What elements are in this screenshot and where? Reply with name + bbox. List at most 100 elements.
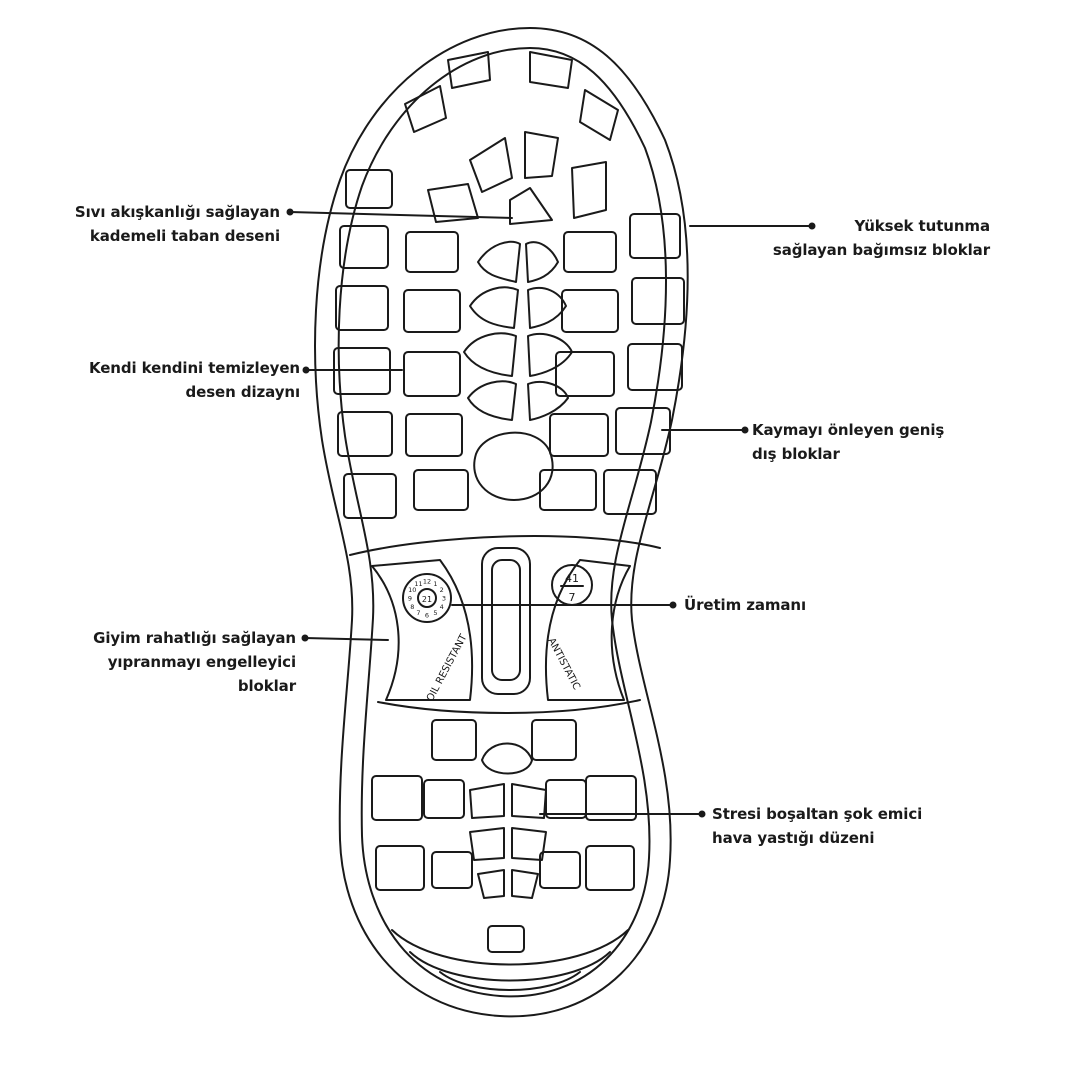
date-clock-number: 2 [440,586,444,594]
callout-line: Üretim zamanı [684,596,807,614]
leader-lines [286,208,816,818]
outer-lug [335,285,389,331]
heel-cushion-cell [477,869,505,899]
heel-lug [375,845,425,891]
outer-lug [339,225,389,269]
heel-cushion-cell [469,827,505,861]
date-clock-number: 8 [410,603,414,611]
callout-giyim-rahatligi: Giyim rahatlığı sağlayan yıpranmayı enge… [93,626,296,698]
callout-line: Yüksek tutunma [854,217,991,235]
heel-arc [391,929,629,966]
toe-block [447,51,491,89]
outer-lug [629,213,681,259]
inner-lug [561,289,619,333]
heel-cushion-cell [511,869,539,899]
inner-lug [539,469,597,511]
date-clock-number: 9 [408,595,412,603]
date-clock-number: 7 [416,609,420,617]
date-clock-center: 21 [422,595,432,604]
toe-block [579,89,619,141]
shank-rib-outer [481,547,531,695]
date-clock-number: 5 [433,609,437,617]
toe-block [469,137,513,193]
toe-block [509,187,553,225]
callout-yuksek-tutunma: Yüksek tutunma sağlayan bağımsız bloklar [742,214,990,262]
outer-lug [343,473,397,519]
center-chevron [527,333,573,377]
callout-line: bloklar [237,677,296,695]
callout-line: dış bloklar [752,445,840,463]
date-clock-number: 3 [442,595,446,603]
outer-lug [603,469,657,515]
heel-lug [431,719,477,761]
center-chevron [525,241,559,283]
shank-rib-inner [491,559,521,681]
date-clock-inner [417,588,437,608]
heel-cushion-cell [511,827,547,861]
size-number-bottom: 7 [569,591,576,604]
inner-lug [549,413,609,457]
heel-cushion-top [481,742,533,775]
heel-lug [531,719,577,761]
inner-lug [405,413,463,457]
inner-lug [555,351,615,397]
heel-lug [423,779,465,819]
outer-lug [631,277,685,325]
waist-panel-right [544,559,631,701]
toe-block [571,161,607,219]
waist-top [349,535,661,556]
outer-lug [627,343,683,391]
outer-lug [345,169,393,209]
heel-lug [545,779,587,819]
callout-line: sağlayan bağımsız bloklar [772,241,990,259]
heel-lug [371,775,423,821]
outer-lug [615,407,671,455]
inner-lug [413,469,469,511]
center-chevron [469,286,519,329]
callout-line: kademeli taban deseni [89,227,280,245]
center-heel-drop [473,431,554,501]
center-chevron [463,332,517,377]
toe-block [404,85,447,133]
callout-line: hava yastığı düzeni [712,829,875,847]
center-chevron [477,240,521,283]
toe-block [524,131,559,179]
center-chevron [527,287,567,329]
heel-arc [439,971,581,991]
callout-line: desen dizaynı [185,383,301,401]
date-clock-number: 6 [425,612,429,620]
heel-back-block [487,925,525,953]
callout-line: Kendi kendini temizleyen [88,359,300,377]
callout-line: Giyim rahatlığı sağlayan [93,629,296,647]
callout-kendi-kendini-temizleyen: Kendi kendini temizleyen desen dizaynı [89,356,300,404]
inner-lug [403,289,461,333]
heel-lug [539,851,581,889]
callout-uretim-zamani: Üretim zamanı [684,593,806,617]
waist-line [377,699,641,714]
date-clock-number: 4 [440,603,444,611]
toe-block [529,51,573,89]
center-chevron [527,380,569,421]
date-clock-number: 11 [414,580,422,588]
callout-line: Sıvı akışkanlığı sağlayan [74,203,280,221]
center-chevron [467,380,517,421]
date-clock-number: 10 [408,586,416,594]
heel-cushion-cell [469,783,505,819]
sole-inner-rim [337,47,667,998]
oil-resistant-marking: OIL RESISTANT [425,632,470,704]
inner-lug [563,231,617,273]
callout-line: Stresi boşaltan şok emici [712,805,923,823]
antistatic-marking: ANTISTATIC [545,636,582,692]
callout-line: yıpranmayı engelleyici [107,653,296,671]
heel-lug [431,851,473,889]
size-number-top: 41 [565,572,579,585]
date-clock-number: 12 [423,578,431,586]
heel-lug [585,845,635,891]
heel-arc [409,951,611,982]
waist-panel-left [371,559,474,701]
inner-lug [403,351,461,397]
callout-stresi-bosaltan: Stresi boşaltan şok emici hava yastığı d… [712,802,922,850]
date-clock [402,573,452,623]
